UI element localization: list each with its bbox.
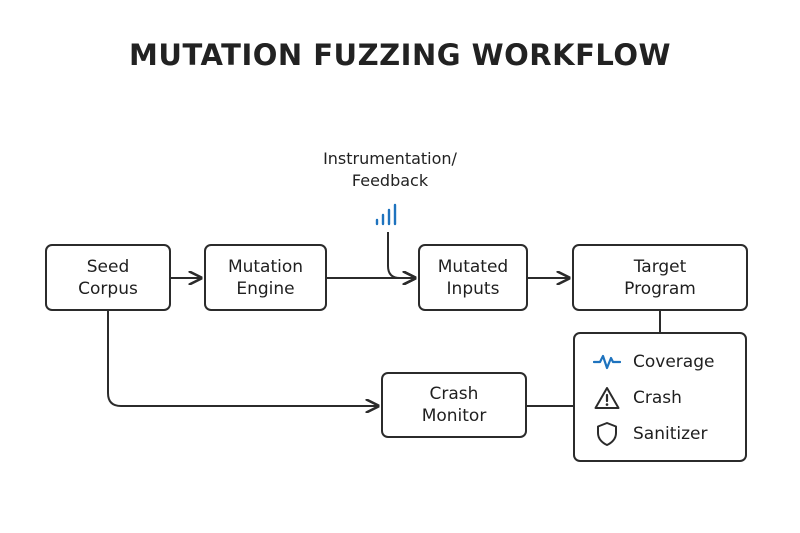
legend-label-coverage: Coverage xyxy=(633,352,715,372)
crash-monitor-label-1: Crash xyxy=(429,384,479,404)
legend-item-sanitizer: Sanitizer xyxy=(593,420,707,448)
feedback-label: Instrumentation/ Feedback xyxy=(300,148,480,192)
legend-label-sanitizer: Sanitizer xyxy=(633,424,708,444)
seed-corpus-node: Seed Corpus xyxy=(45,244,171,311)
shield-icon xyxy=(593,420,621,448)
mutation-engine-label-1: Mutation xyxy=(227,256,304,277)
seed-corpus-label-1: Seed xyxy=(86,256,130,277)
feedback-label-line-1: Instrumentation/ xyxy=(323,149,457,168)
seed-corpus-label-2: Corpus xyxy=(78,278,138,299)
crash-monitor-node: Crash Monitor xyxy=(381,372,527,438)
diagram-title: MUTATION FUZZING WORKFLOW xyxy=(129,38,671,72)
target-program-label-1: Target xyxy=(633,256,687,277)
mutated-inputs-label-1: Mutated xyxy=(437,256,509,277)
mutation-engine-node: Mutation Engine xyxy=(204,244,327,311)
feedback-label-line-2: Feedback xyxy=(351,171,429,190)
mutated-inputs-label-2: Inputs xyxy=(446,278,500,299)
target-program-label-2: Program xyxy=(624,278,696,299)
signals-legend: Coverage Crash Sanitizer xyxy=(573,332,747,462)
pulse-icon xyxy=(593,348,621,376)
mutation-engine-label-2: Engine xyxy=(236,278,295,299)
legend-label-crash: Crash xyxy=(633,388,682,408)
warning-triangle-icon xyxy=(593,384,621,412)
target-program-node: Target Program xyxy=(572,244,748,311)
arrow-seed-to-crash-monitor xyxy=(107,311,378,406)
legend-item-coverage: Coverage xyxy=(593,348,714,376)
legend-item-crash: Crash xyxy=(593,384,682,412)
arrow-feedback-to-inputs xyxy=(387,232,415,278)
signal-bars-icon xyxy=(375,203,397,226)
crash-monitor-label-2: Monitor xyxy=(421,406,487,426)
mutated-inputs-node: Mutated Inputs xyxy=(418,244,528,311)
